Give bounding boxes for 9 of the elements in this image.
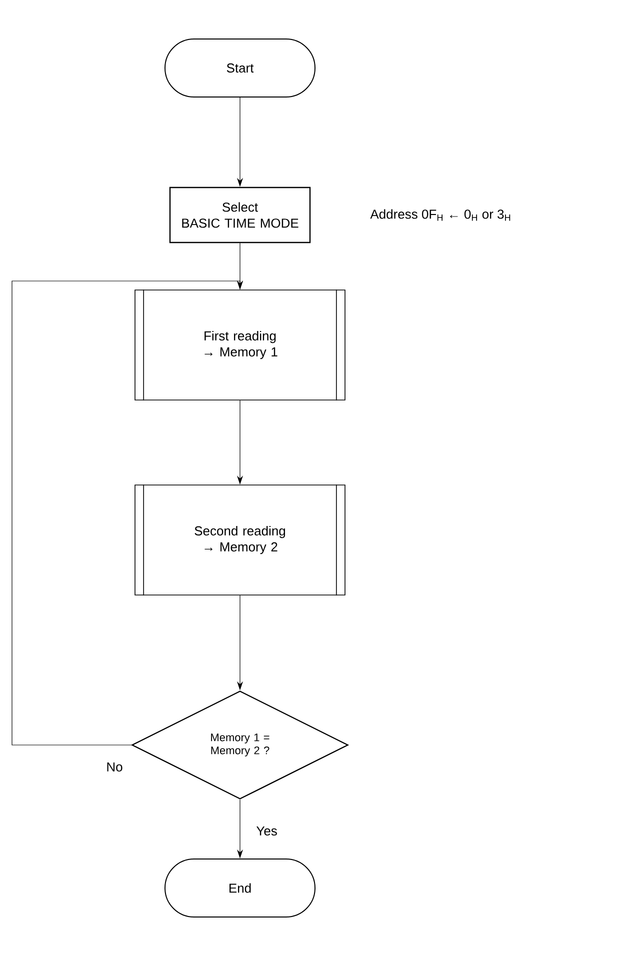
arrow	[12, 280, 244, 746]
annotation: Address 0F$_{H}$ ← 0$_{H}$ or 3$_{H}$	[370, 209, 510, 221]
terminal-box: End	[164, 858, 316, 918]
predefined-process-box: First reading → Memory 1	[134, 289, 346, 401]
edge-label: No	[105, 761, 124, 773]
edge-label: Yes	[255, 825, 278, 837]
terminal-box: Start	[164, 38, 316, 98]
predefined-process-box: Second reading → Memory 2	[134, 484, 346, 596]
process-box: Select BASIC TIME MODE	[169, 186, 311, 244]
